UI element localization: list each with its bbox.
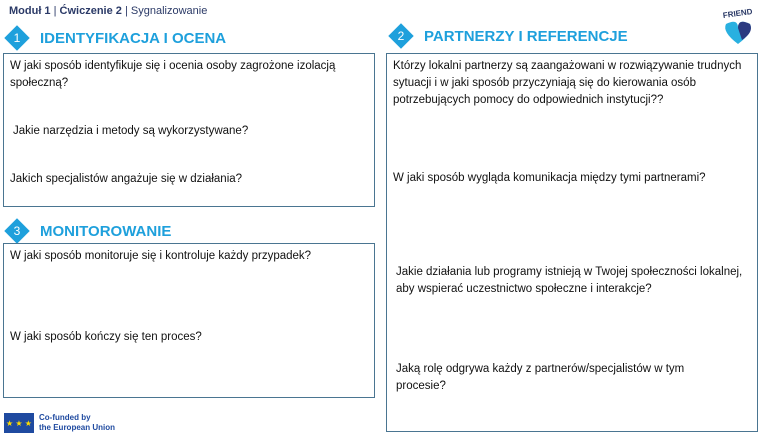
section-title: IDENTYFIKACJA I OCENA: [40, 29, 227, 47]
eu-text-line1: Co-funded by: [39, 413, 91, 422]
question: W jaki sposób kończy się ten proces?: [10, 331, 202, 343]
question: Jaką rolę odgrywa każdy z partnerów/spec…: [396, 363, 685, 392]
section-title: PARTNERZY I REFERENCJE: [424, 27, 628, 45]
question: W jaki sposób monitoruje się i kontroluj…: [10, 250, 312, 262]
monitoring-box: W jaki sposób monitoruje się i kontroluj…: [3, 243, 375, 398]
friend-logo: FRIEND: [722, 7, 753, 44]
number-badge: 3: [4, 218, 30, 244]
question: Jakie działania lub programy istnieją w …: [396, 266, 743, 295]
identification-box: W jaki sposób identyfikuje się i ocenia …: [3, 53, 375, 207]
eu-text-line2: the European Union: [39, 423, 115, 432]
question: W jaki sposób wygląda komunikacja między…: [393, 172, 706, 184]
breadcrumb: Moduł 1 | Ćwiczenie 2 | Sygnalizowanie: [9, 5, 207, 17]
separator: |: [121, 5, 131, 17]
eu-flag-icon: ★ ★ ★: [4, 413, 34, 433]
section-heading-1: 1 IDENTYFIKACJA I OCENA: [4, 25, 227, 51]
section-heading-2: 2 PARTNERZY I REFERENCJE: [388, 23, 628, 49]
question: W jaki sposób identyfikuje się i ocenia …: [10, 60, 336, 89]
question: Jakich specjalistów angażuje się w dział…: [10, 173, 243, 185]
topic-label: Sygnalizowanie: [130, 5, 208, 17]
section-heading-3: 3 MONITOROWANIE: [4, 218, 172, 244]
question: Którzy lokalni partnerzy są zaangażowani…: [393, 60, 742, 106]
number-badge: 1: [4, 25, 30, 51]
svg-text:FRIEND: FRIEND: [722, 7, 753, 20]
section-title: MONITOROWANIE: [40, 222, 172, 240]
number-badge: 2: [388, 23, 414, 49]
separator: |: [50, 5, 60, 17]
module-label: Moduł 1: [9, 5, 51, 17]
partners-box: Którzy lokalni partnerzy są zaangażowani…: [386, 53, 758, 432]
question: Jakie narzędzia i metody są wykorzystywa…: [13, 125, 249, 137]
exercise-label: Ćwiczenie 2: [59, 5, 122, 17]
